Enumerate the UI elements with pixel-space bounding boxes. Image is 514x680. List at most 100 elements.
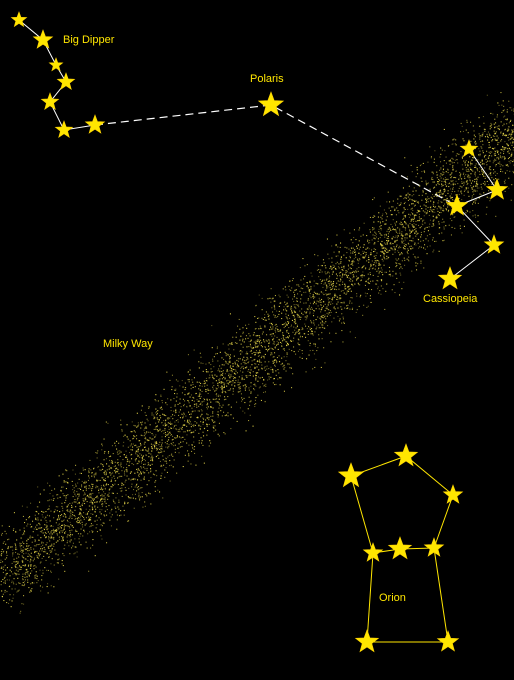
milky-way-dot [353,258,355,260]
milky-way-dot [347,274,349,276]
milky-way-dot [227,363,229,365]
milky-way-dot [483,173,485,175]
milky-way-dot [382,260,384,262]
milky-way-dot [380,244,382,246]
milky-way-dot [34,550,36,552]
milky-way-dot [377,288,379,290]
milky-way-dot [479,135,481,137]
milky-way-dot [394,251,396,253]
milky-way-dot [188,453,190,455]
milky-way-dot [358,229,360,231]
milky-way-dot [254,363,256,365]
milky-way-dot [442,208,444,210]
milky-way-dot [467,190,469,192]
milky-way-dot [476,190,478,192]
milky-way-dot [417,201,419,203]
milky-way-dot [33,548,35,550]
milky-way-dot [502,125,504,127]
milky-way-dot [323,283,325,285]
milky-way-dot [429,245,431,247]
milky-way-dot [62,524,64,526]
milky-way-dot [10,606,12,608]
milky-way-dot [512,124,514,126]
milky-way-dot [43,547,45,549]
milky-way-dot [420,236,422,238]
milky-way-dot [156,425,158,427]
milky-way-dot [311,330,313,332]
milky-way-dot [344,288,346,290]
milky-way-dot [126,469,128,471]
milky-way-dot [219,351,221,353]
milky-way-dot [382,251,384,253]
milky-way-dot [400,195,402,197]
milky-way-dot [342,318,344,320]
milky-way-dot [135,498,137,500]
milky-way-dot [368,242,370,244]
milky-way-dot [387,251,389,253]
milky-way-dot [422,219,424,221]
milky-way-dot [458,193,460,195]
milky-way-dot [45,532,47,534]
milky-way-dot [392,219,394,221]
cassiopeia-star-4-icon [483,234,505,254]
milky-way-dot [330,288,332,290]
milky-way-dot [503,116,505,118]
milky-way-dot [61,524,63,526]
milky-way-dot [104,488,106,490]
milky-way-dot [339,275,341,277]
milky-way-dot [445,162,447,164]
milky-way-dot [339,278,341,280]
milky-way-dot [268,376,270,378]
milky-way-dot [395,224,397,226]
milky-way-dot [101,525,103,527]
milky-way-dot [12,553,14,555]
milky-way-dot [264,319,266,321]
milky-way-dot [23,543,25,545]
milky-way-dot [293,346,295,348]
milky-way-dot [69,521,71,523]
milky-way-dot [192,383,194,385]
milky-way-dot [363,275,365,277]
milky-way-dot [338,267,340,269]
milky-way-dot [210,415,212,417]
milky-way-dot [359,296,361,298]
milky-way-dot [169,465,171,467]
milky-way-dot [21,603,23,605]
milky-way-dot [224,360,226,362]
milky-way-dot [479,193,481,195]
milky-way-dot [270,352,272,354]
milky-way-dot [258,317,260,319]
milky-way-dot [55,553,57,555]
milky-way-dot [478,197,480,199]
milky-way-dot [377,260,379,262]
milky-way-dot [470,173,472,175]
milky-way-dot [70,524,72,526]
milky-way-dot [34,539,36,541]
milky-way-dot [203,435,205,437]
milky-way-dot [401,288,403,290]
milky-way-dot [210,406,212,408]
milky-way-dot [216,398,218,400]
milky-way-dot [238,376,240,378]
milky-way-dot [350,239,352,241]
milky-way-dot [314,254,316,256]
milky-way-dot [509,120,511,122]
milky-way-dot [343,265,345,267]
milky-way-dot [214,390,216,392]
milky-way-dot [100,487,102,489]
milky-way-dot [155,447,157,449]
milky-way-dot [505,164,507,166]
milky-way-dot [378,263,380,265]
milky-way-dot [239,382,241,384]
milky-way-dot [16,557,18,559]
milky-way-dot [146,427,148,429]
milky-way-dot [36,575,38,577]
milky-way-dot [37,519,39,521]
milky-way-dot [72,514,74,516]
milky-way-dot [216,413,218,415]
milky-way-dot [137,489,139,491]
milky-way-dot [88,475,90,477]
milky-way-dot [397,235,399,237]
milky-way-dot [363,256,365,258]
milky-way-dot [397,250,399,252]
